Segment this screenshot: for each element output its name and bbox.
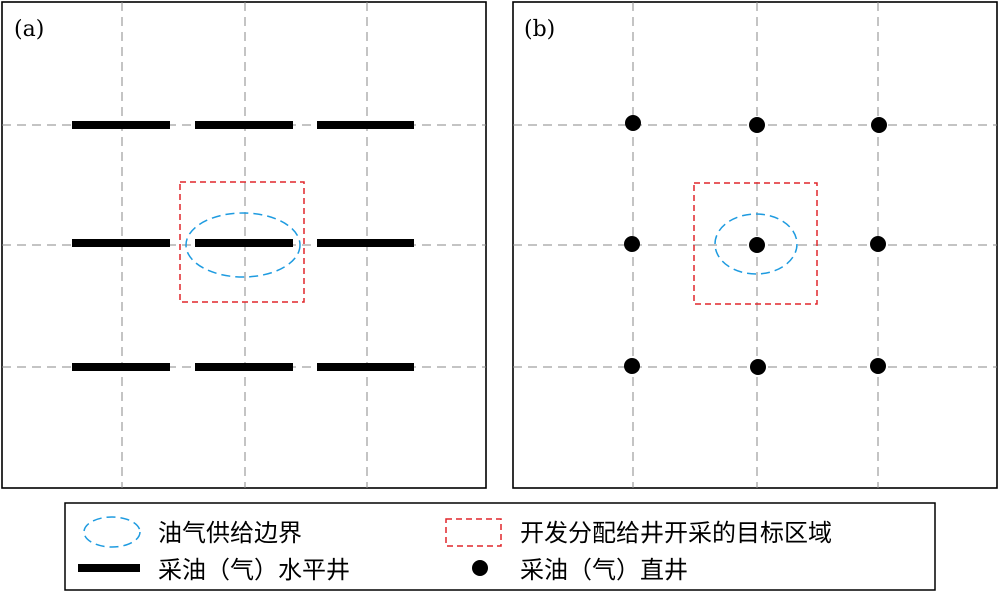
vertical-well	[749, 237, 765, 253]
panel-b: (b)	[512, 1, 998, 489]
horizontal-well	[72, 363, 170, 371]
horizontal-wells	[72, 121, 414, 371]
vertical-well	[750, 359, 766, 375]
legend-boundary-icon	[83, 516, 141, 548]
legend: 油气供给边界 开发分配给井开采的目标区域 采油（气）水平井 采油（气）直井	[64, 502, 936, 591]
legend-horizontal-well: 采油（气）水平井	[158, 556, 350, 584]
vertical-well	[749, 117, 765, 133]
horizontal-well	[317, 239, 414, 247]
panel-a-label: (a)	[14, 17, 44, 42]
vertical-well	[624, 236, 640, 252]
supply-boundary-ellipse	[185, 212, 301, 278]
vertical-well	[870, 236, 886, 252]
horizontal-well	[72, 121, 170, 129]
supply-boundary-ellipse	[714, 213, 798, 275]
vertical-well	[625, 115, 641, 131]
legend-supply-boundary: 油气供给边界	[158, 519, 302, 547]
horizontal-well	[72, 239, 170, 247]
legend-target-area: 开发分配给井开采的目标区域	[520, 519, 832, 547]
legend-target-icon	[445, 518, 502, 547]
horizontal-well	[317, 121, 414, 129]
panel-b-label: (b)	[524, 17, 555, 42]
legend-vertical-well: 采油（气）直井	[520, 556, 688, 584]
target-area-box	[693, 182, 818, 305]
horizontal-well	[195, 363, 293, 371]
target-area-box	[179, 181, 305, 303]
vertical-well	[870, 358, 886, 374]
vertical-well	[624, 358, 640, 374]
horizontal-well	[195, 121, 293, 129]
legend-horizontal-well-icon	[78, 564, 140, 572]
vertical-well	[871, 117, 887, 133]
legend-vertical-well-icon	[472, 560, 488, 576]
vertical-wells	[624, 115, 887, 375]
horizontal-well	[195, 239, 293, 247]
horizontal-well	[317, 363, 414, 371]
panel-a: (a)	[1, 1, 487, 489]
